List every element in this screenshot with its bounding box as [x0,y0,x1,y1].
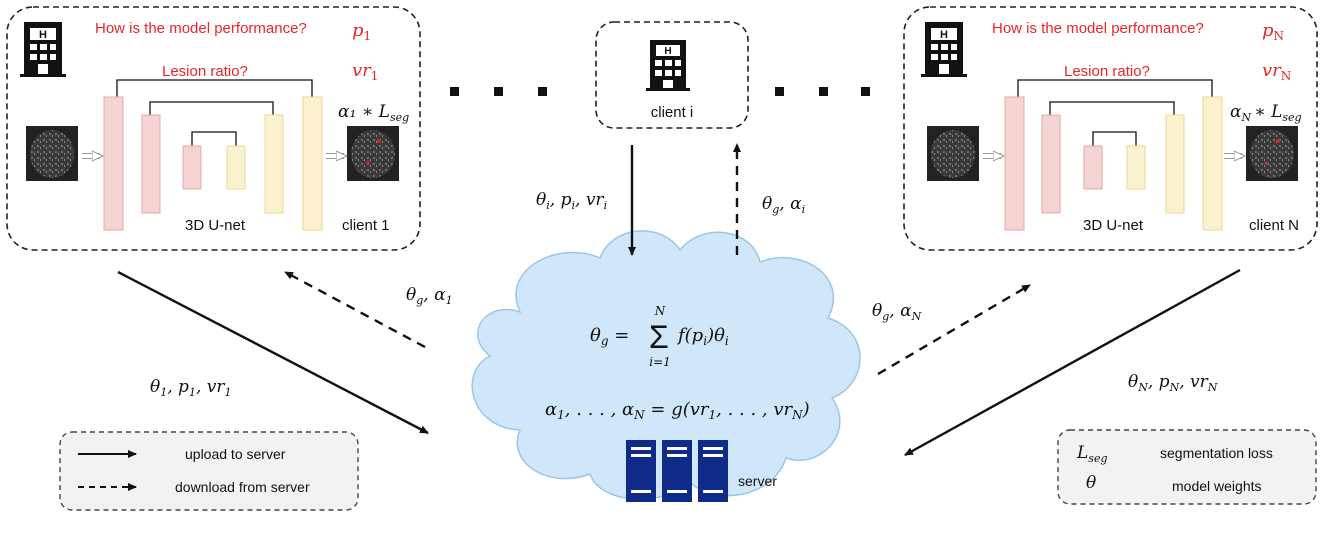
encoder-block-2 [141,114,161,214]
ellipsis-right [775,87,870,96]
weighted-loss-left: α₁ ∗ Lseg [338,102,409,124]
performance-symbol: p1 [352,20,371,43]
hospital-icon: H [646,40,690,91]
lesion-question: Lesion ratio? [1064,63,1150,80]
client-i-border [595,21,749,129]
encoder-block-1 [103,96,124,231]
legend-download-label: download from server [175,479,310,495]
server-cloud [471,230,861,500]
client-i-label: client i [651,104,694,121]
hospital-icon: H [20,22,66,77]
alpha-formula: α1, . . . , αN = g(vr1, . . . , vrN) [545,399,810,422]
server-label: server [738,473,777,489]
sum-lower: i=1 [649,355,671,369]
mri-output-image [1246,126,1298,181]
legend-symbols: Lseg segmentation loss θ model weights [1057,429,1317,505]
decoder-block-2 [264,114,284,214]
aggregation-formula: θg = [590,325,629,348]
legend-upload-label: upload to server [185,446,286,462]
encoder-block-1 [1004,96,1025,231]
aggregation-term: f(pi)θi [676,325,729,348]
ellipsis-left [450,87,547,96]
lesion-ratio-symbol: vrN [1262,60,1291,83]
decoder-block-1 [1202,96,1223,231]
edge-label-upload-i: θi, pi, vri [536,190,607,212]
upload-arrow-client-n [904,268,1241,457]
edge-label-upload-1: θ1, p1, vr1 [150,377,232,399]
download-arrow-client-1 [284,270,426,349]
svg-text:H: H [664,46,671,57]
unet-left [103,79,323,231]
mri-input-image [927,126,979,181]
unet-right [1004,79,1223,231]
hospital-icon: H [921,22,967,77]
lesion-ratio-symbol: vr1 [352,60,378,83]
download-arrow-client-n [877,283,1031,376]
lesion-question: Lesion ratio? [162,63,248,80]
edge-label-download-n: θg, αN [872,301,922,323]
mri-output-image [347,126,399,181]
decoder-block-3 [226,145,246,190]
model-label-right: 3D U-net [1083,217,1144,234]
mri-input-image [26,126,78,181]
legend-loss-label: segmentation loss [1160,445,1273,461]
encoder-block-3 [1083,145,1103,190]
edge-label-upload-n: θN, pN, vrN [1128,372,1218,394]
performance-question: How is the model performance? [95,20,307,37]
svg-text:H: H [39,29,47,41]
model-label-left: 3D U-net [185,217,246,234]
client-n-label: client N [1249,217,1299,234]
performance-question: How is the model performance? [992,20,1204,37]
decoder-block-3 [1126,145,1146,190]
encoder-block-2 [1041,114,1061,214]
decoder-block-2 [1165,114,1185,214]
legend-weights-label: model weights [1172,478,1262,494]
edge-label-download-i: θg, αi [762,194,805,216]
svg-text:H: H [940,29,948,41]
client-n-border [903,6,1318,251]
weighted-loss-right: αN∗ Lseg [1230,102,1302,124]
legend-arrows: upload to server download from server [59,431,359,511]
upload-arrow-client-1 [117,270,429,435]
sum-upper: N [654,304,666,318]
client-1-panel: H How is the model performance? Lesion r… [6,6,421,251]
client-i-panel: H client i [595,21,749,129]
sum-symbol: Σ [649,319,669,355]
client-1-label: client 1 [342,217,390,234]
legend-theta-symbol: θ [1086,473,1096,493]
legend-loss-symbol: Lseg [1076,443,1108,465]
edge-label-download-1: θg, α1 [406,285,453,307]
performance-symbol: pN [1262,20,1284,43]
client-1-border [6,6,421,251]
client-n-panel: H How is the model performance? Lesion r… [903,6,1318,251]
server-icon [626,440,728,502]
decoder-block-1 [302,96,323,231]
encoder-block-3 [182,145,202,190]
